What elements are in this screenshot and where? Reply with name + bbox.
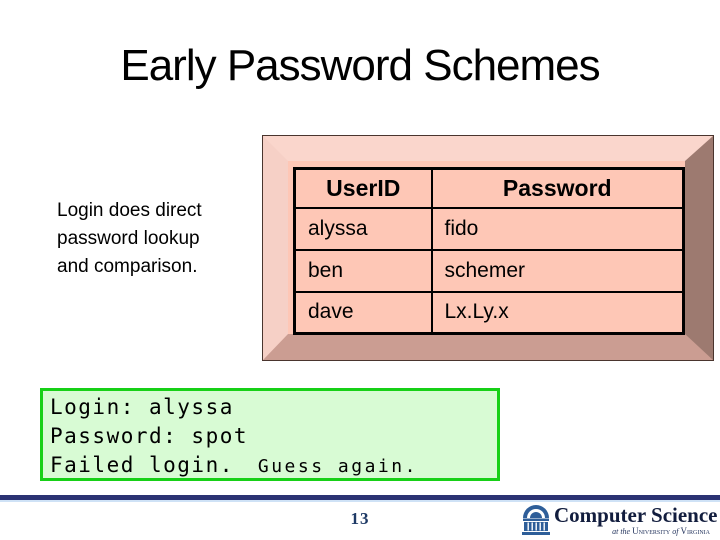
uva-cs-logo: Computer Science at the University of Vi… — [520, 503, 718, 537]
login-terminal-box: Login: alyssa Password: spot Failed logi… — [40, 388, 500, 481]
terminal-line-failed: Failed login. Guess again. — [50, 451, 497, 481]
table-row: ben schemer — [293, 248, 685, 293]
column-header-userid: UserID — [293, 167, 433, 209]
cell-password: schemer — [430, 248, 685, 293]
page-title: Early Password Schemes — [120, 41, 600, 90]
failed-login-text: Failed login. — [50, 453, 234, 477]
password-table: UserID Password alyssa fido ben schemer … — [293, 167, 685, 335]
footer-divider-dark — [0, 495, 720, 500]
description-line: Login does direct — [57, 200, 202, 221]
guess-again-text: Guess again. — [257, 456, 418, 477]
description-line: and comparison. — [57, 256, 198, 277]
table-header-row: UserID Password — [293, 167, 685, 209]
terminal-line-password: Password: spot — [50, 424, 249, 448]
tagline-university: University — [632, 526, 671, 536]
logo-title: Computer Science — [554, 503, 718, 527]
logo-tagline: at the University of Virginia — [612, 526, 710, 536]
column-header-password: Password — [430, 167, 685, 209]
terminal-line-login: Login: alyssa — [50, 395, 234, 419]
uva-rotunda-icon — [521, 504, 551, 535]
page-number: 13 — [350, 509, 370, 528]
cell-password: Lx.Ly.x — [430, 290, 685, 335]
cell-userid: alyssa — [293, 206, 433, 251]
cell-password: fido — [430, 206, 685, 251]
tagline-at-the: at the — [612, 527, 631, 536]
tagline-of: of — [672, 527, 679, 536]
table-row: alyssa fido — [293, 206, 685, 251]
password-table-frame: UserID Password alyssa fido ben schemer … — [262, 135, 714, 361]
description-line: password lookup — [57, 228, 200, 249]
cell-userid: ben — [293, 248, 433, 293]
cell-userid: dave — [293, 290, 433, 335]
footer-divider-light — [0, 500, 720, 502]
tagline-virginia: Virginia — [680, 526, 711, 536]
table-row: dave Lx.Ly.x — [293, 290, 685, 335]
description-text: Login does direct password lookup and co… — [57, 197, 272, 281]
